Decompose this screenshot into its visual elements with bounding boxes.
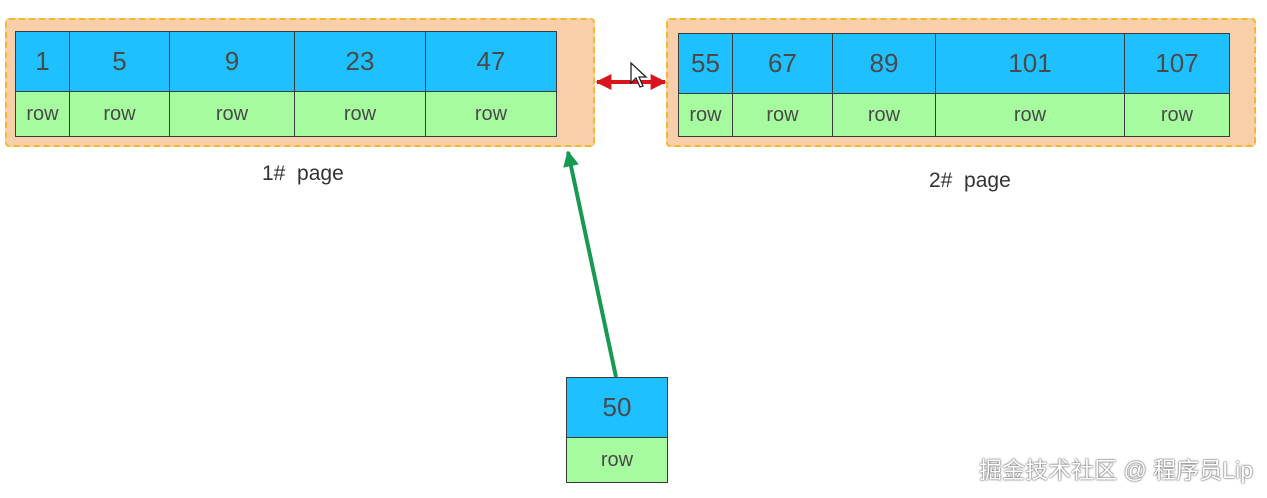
record-key: 9: [170, 32, 295, 92]
page-1-records: 1 row 5 row 9 row 23 row 47 row: [15, 31, 557, 137]
new-record-key: 50: [567, 378, 668, 438]
record: 23 row: [295, 32, 426, 137]
record-row: row: [426, 92, 557, 137]
record-key: 107: [1125, 34, 1230, 94]
record-row: row: [1125, 94, 1230, 137]
record: 55 row: [679, 34, 733, 137]
record-row: row: [170, 92, 295, 137]
watermark: 掘金技术社区 @ 程序员Lip: [979, 457, 1253, 483]
record-row: row: [936, 94, 1125, 137]
record: 5 row: [70, 32, 170, 137]
record: 1 row: [16, 32, 70, 137]
record-row: row: [70, 92, 170, 137]
mouse-cursor-icon: [630, 61, 648, 88]
record: 9 row: [170, 32, 295, 137]
record: 67 row: [733, 34, 833, 137]
record-key: 89: [833, 34, 936, 94]
record-key: 55: [679, 34, 733, 94]
page-1-label: 1# page: [262, 162, 344, 185]
insert-arrow: [563, 150, 618, 378]
page-2-label: 2# page: [929, 169, 1011, 192]
record-key: 47: [426, 32, 557, 92]
new-record: 50 row: [566, 377, 668, 483]
record-row: row: [833, 94, 936, 137]
page-2-records: 55 row 67 row 89 row 101 row 107 row: [678, 33, 1230, 137]
record-row: row: [295, 92, 426, 137]
record-row: row: [16, 92, 70, 137]
record-key: 1: [16, 32, 70, 92]
record-row: row: [679, 94, 733, 137]
record: 47 row: [426, 32, 557, 137]
record: 101 row: [936, 34, 1125, 137]
page-2: 55 row 67 row 89 row 101 row 107 row: [666, 18, 1256, 147]
record: 107 row: [1125, 34, 1230, 137]
page-1: 1 row 5 row 9 row 23 row 47 row: [5, 18, 595, 147]
new-record-row: row: [567, 438, 668, 483]
record-key: 23: [295, 32, 426, 92]
record-key: 67: [733, 34, 833, 94]
record-row: row: [733, 94, 833, 137]
record-key: 5: [70, 32, 170, 92]
record: 89 row: [833, 34, 936, 137]
record-key: 101: [936, 34, 1125, 94]
